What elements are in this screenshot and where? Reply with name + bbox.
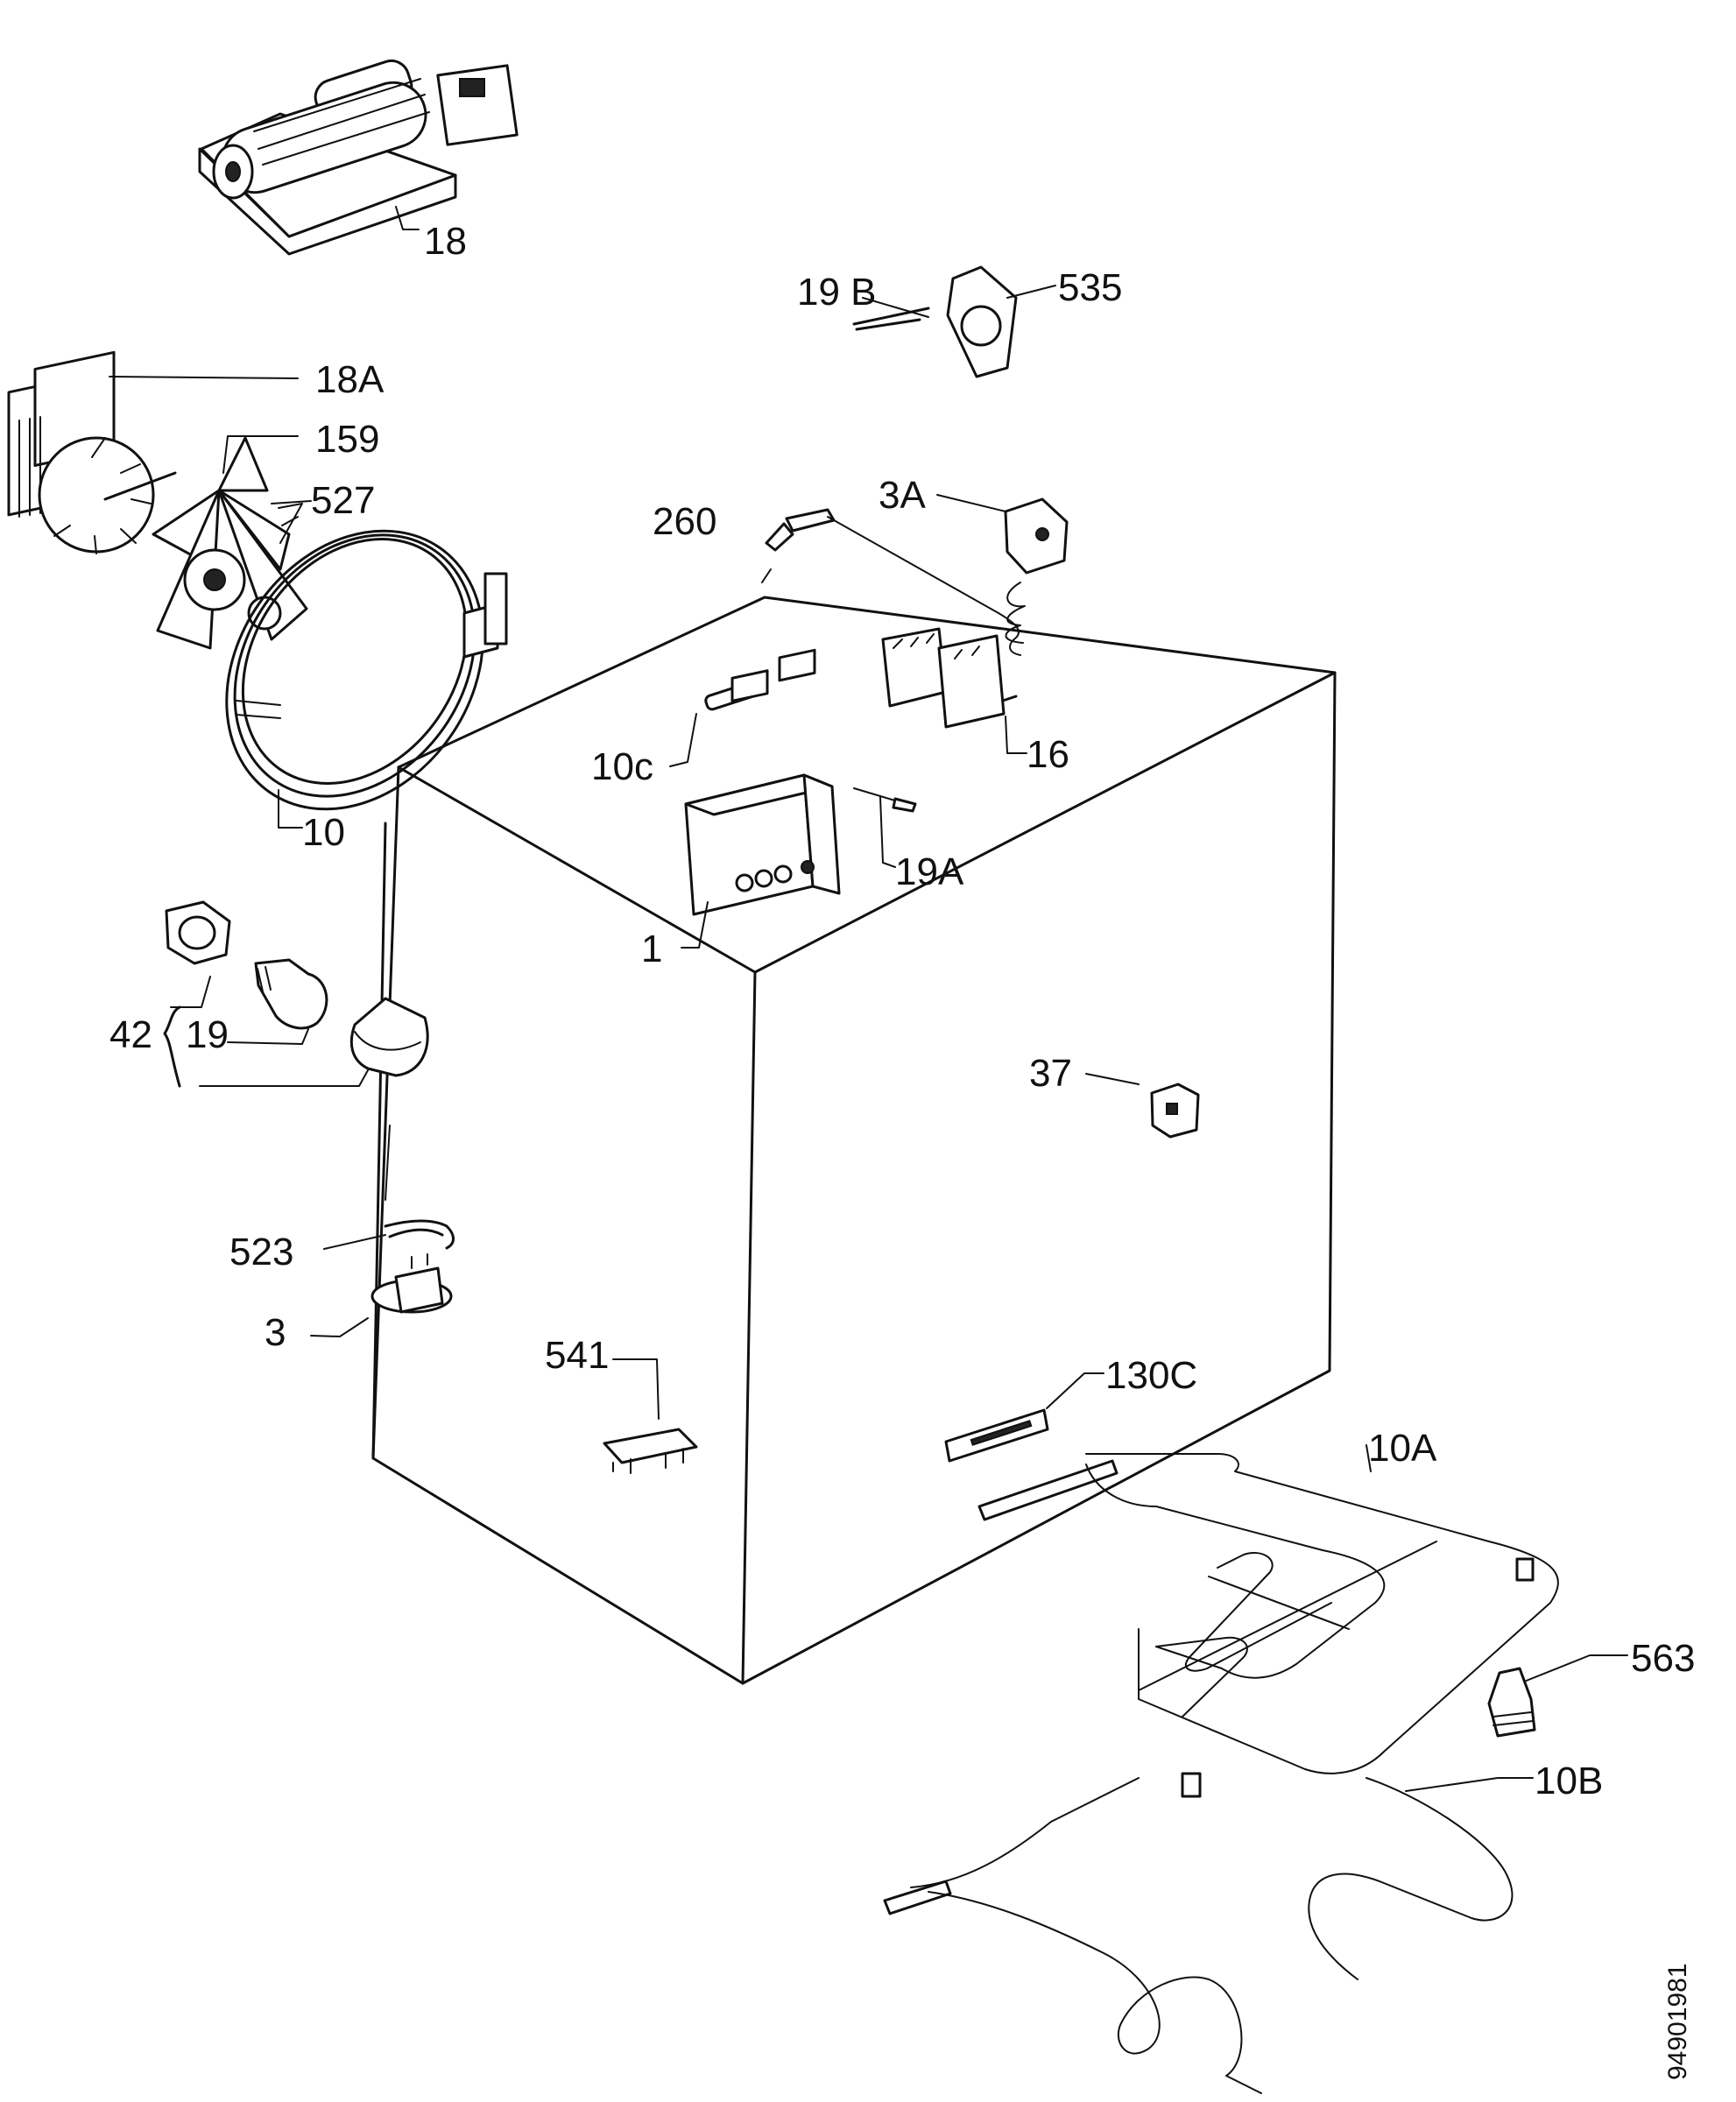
label-260: 260 bbox=[653, 500, 716, 543]
oven-lamp-assembly bbox=[163, 900, 429, 1088]
drawing-code: 94901981 bbox=[1663, 1964, 1692, 2080]
thermostat-part bbox=[936, 494, 1069, 644]
cable-dash bbox=[385, 1125, 391, 1201]
terminal-block-part bbox=[1085, 1073, 1200, 1139]
label-3: 3 bbox=[265, 1311, 286, 1354]
label-19b: 19 B bbox=[797, 271, 877, 314]
label-3a: 3A bbox=[879, 474, 926, 517]
hinge-receiver-part bbox=[603, 1358, 698, 1474]
tangential-fan-part bbox=[198, 59, 519, 256]
safety-thermostat-part bbox=[310, 1253, 453, 1337]
fan-motor-part bbox=[7, 350, 299, 554]
circular-element-part bbox=[225, 529, 508, 829]
label-527: 527 bbox=[311, 479, 375, 522]
label-159: 159 bbox=[315, 418, 379, 461]
label-563: 563 bbox=[1631, 1637, 1695, 1680]
lamp-clip-part bbox=[323, 1219, 455, 1250]
fan-blade-part bbox=[152, 435, 308, 650]
selector-switch-part bbox=[881, 627, 1027, 754]
grill-element-part bbox=[977, 1444, 1559, 1798]
seal-plate-part bbox=[944, 1372, 1104, 1463]
label-19a: 19A bbox=[895, 850, 964, 893]
label-42: 42 bbox=[109, 1013, 152, 1056]
label-16: 16 bbox=[1027, 733, 1069, 776]
oven-cavity bbox=[371, 596, 1337, 1685]
label-10b: 10B bbox=[1535, 1760, 1603, 1802]
lamp-wire-part bbox=[853, 787, 917, 868]
label-10: 10 bbox=[302, 811, 345, 854]
sensor-probe-part bbox=[761, 508, 1021, 656]
bottom-element-part bbox=[883, 1777, 1534, 2094]
lamp-knob-part bbox=[1487, 1654, 1628, 1738]
label-10c: 10c bbox=[591, 745, 653, 788]
label-541: 541 bbox=[545, 1334, 609, 1377]
label-19: 19 bbox=[186, 1013, 229, 1056]
label-523: 523 bbox=[229, 1231, 293, 1273]
label-37: 37 bbox=[1029, 1052, 1072, 1095]
lamp-socket-part bbox=[852, 265, 1056, 378]
label-18: 18 bbox=[424, 220, 467, 263]
label-130c: 130C bbox=[1105, 1354, 1197, 1397]
label-10a: 10A bbox=[1368, 1427, 1437, 1470]
label-1: 1 bbox=[641, 928, 662, 970]
electronic-timer-part bbox=[681, 648, 841, 949]
label-535: 535 bbox=[1058, 266, 1122, 309]
label-18a: 18A bbox=[315, 358, 385, 401]
